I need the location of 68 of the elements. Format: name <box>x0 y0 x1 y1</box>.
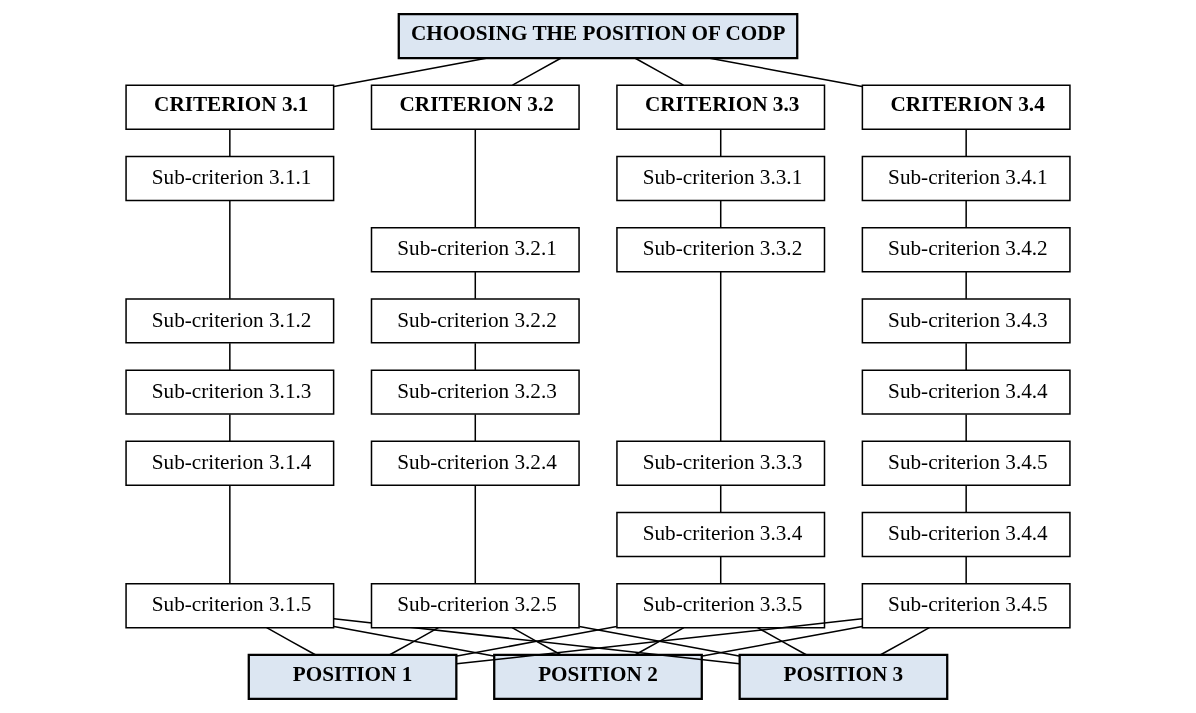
connector <box>719 556 722 585</box>
node-box: CHOOSING THE POSITION OF CODP <box>397 12 799 60</box>
connector <box>719 200 722 229</box>
node-box: Sub-criterion 3.3.1 <box>616 155 826 202</box>
connector <box>229 342 231 371</box>
node-box: POSITION 3 <box>738 653 949 701</box>
connector <box>719 128 722 158</box>
node-box: POSITION 1 <box>247 653 458 701</box>
node-box: Sub-criterion 3.3.2 <box>616 226 826 273</box>
connector <box>265 626 317 656</box>
connector <box>474 128 477 229</box>
node-box: Sub-criterion 3.3.3 <box>616 440 826 487</box>
node-box: Sub-criterion 3.4.2 <box>861 226 1071 273</box>
connector <box>965 556 967 585</box>
node-box: Sub-criterion 3.4.1 <box>861 155 1071 202</box>
node-box: Sub-criterion 3.4.4 <box>861 369 1071 415</box>
connector <box>965 271 967 300</box>
node-box: Sub-criterion 3.1.3 <box>125 369 335 415</box>
node-box: CRITERION 3.3 <box>616 84 826 130</box>
connector <box>707 57 863 88</box>
connector <box>455 618 863 665</box>
node-box: Sub-criterion 3.4.3 <box>861 298 1071 344</box>
node-box: Sub-criterion 3.2.1 <box>370 226 580 273</box>
connector <box>474 413 477 442</box>
connector <box>474 271 477 300</box>
connector <box>389 626 440 656</box>
connector <box>719 484 722 514</box>
node-box: Sub-criterion 3.2.5 <box>370 583 580 629</box>
connector <box>965 484 967 514</box>
node-box: Sub-criterion 3.1.2 <box>125 298 335 344</box>
node-box: Sub-criterion 3.1.5 <box>125 583 335 629</box>
connector <box>578 625 740 657</box>
connector <box>229 413 231 442</box>
connector <box>719 271 722 442</box>
connector <box>229 200 231 300</box>
connector <box>701 625 863 657</box>
connector <box>965 200 967 229</box>
node-box: CRITERION 3.4 <box>861 84 1071 130</box>
connector <box>511 626 562 656</box>
connector <box>333 57 489 88</box>
connector <box>333 625 495 657</box>
connector <box>879 626 931 656</box>
node-box: Sub-criterion 3.2.3 <box>370 369 580 415</box>
node-box: Sub-criterion 3.2.2 <box>370 298 580 344</box>
connector <box>511 57 562 86</box>
node-box: Sub-criterion 3.1.4 <box>125 440 335 487</box>
node-box: POSITION 2 <box>493 653 703 701</box>
connector <box>634 626 685 656</box>
node-box: Sub-criterion 3.4.4 <box>861 511 1071 558</box>
node-box: Sub-criterion 3.2.4 <box>370 440 580 487</box>
node-box: Sub-criterion 3.1.1 <box>125 155 335 202</box>
node-box: Sub-criterion 3.4.5 <box>861 583 1071 629</box>
node-box: Sub-criterion 3.4.5 <box>861 440 1071 487</box>
node-box: Sub-criterion 3.3.5 <box>616 583 826 629</box>
connector <box>756 626 807 656</box>
connector <box>965 128 967 158</box>
connector <box>333 618 741 665</box>
connector <box>229 128 231 158</box>
connector <box>229 484 231 585</box>
connector <box>456 625 618 657</box>
connector <box>474 342 477 371</box>
connector <box>634 57 685 86</box>
connector <box>474 484 477 585</box>
node-box: Sub-criterion 3.3.4 <box>616 511 826 558</box>
connector <box>965 413 967 442</box>
node-box: CRITERION 3.2 <box>370 84 580 130</box>
connector <box>965 342 967 371</box>
node-box: CRITERION 3.1 <box>125 84 335 130</box>
